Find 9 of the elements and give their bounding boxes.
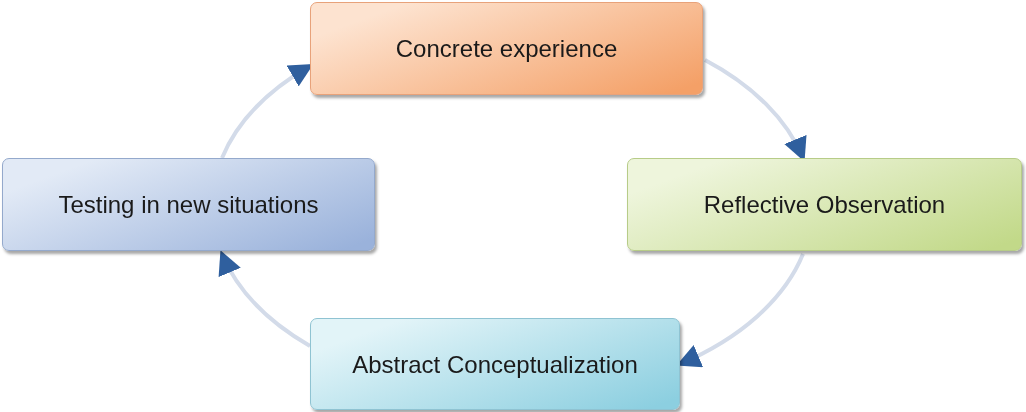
process-box (627, 158, 1022, 251)
process-box (2, 158, 375, 251)
process-box (310, 2, 703, 95)
box-label: Testing in new situations (58, 190, 319, 219)
box-label: Reflective Observation (703, 190, 946, 219)
process-box (310, 318, 680, 410)
cycle-arrow (220, 250, 312, 348)
box-label: Concrete experience (395, 34, 618, 63)
box-label: Abstract Conceptualization (352, 349, 638, 379)
